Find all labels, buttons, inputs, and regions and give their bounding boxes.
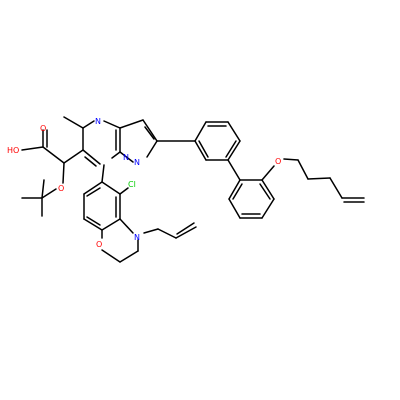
atom-label-ring-nitrogen: N <box>134 233 140 242</box>
atom-labels: O HO O N N N Cl N O O <box>7 117 281 249</box>
bond-lines <box>21 116 365 263</box>
atom-label-ether-oxygen: O <box>58 184 64 193</box>
atom-label-carbonyl-oxygen: O <box>40 124 46 133</box>
atom-label-ring-oxygen: O <box>96 240 102 249</box>
atom-label-bridgehead-nitrogen: N <box>123 153 129 162</box>
atom-label-pyrazole-nitrogen: N <box>134 158 140 167</box>
atom-label-pyrimidine-nitrogen: N <box>95 117 101 126</box>
atom-label-pentenyloxy-oxygen: O <box>275 157 281 166</box>
atom-label-chlorine: Cl <box>128 180 136 189</box>
atom-label-hydroxyl: HO <box>7 146 19 155</box>
